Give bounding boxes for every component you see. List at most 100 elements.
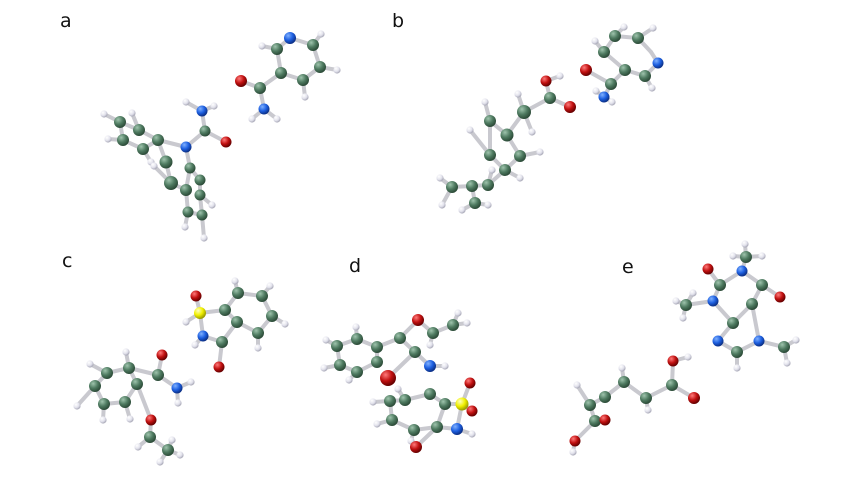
hydrogen-atom — [689, 289, 697, 297]
hydrogen-atom — [191, 341, 199, 349]
hydrogen-atom — [156, 458, 164, 466]
carbon-atom — [584, 399, 596, 411]
hydrogen-atom — [182, 318, 190, 326]
hydrogen-atom — [556, 72, 564, 80]
hydrogen-atom — [536, 148, 544, 156]
hydrogen-atom — [104, 135, 112, 143]
carbon-atom — [307, 39, 319, 51]
carbon-atom — [219, 304, 231, 316]
oxygen-atom — [702, 263, 714, 275]
carbon-atom — [162, 444, 174, 456]
hydrogen-atom — [441, 362, 449, 370]
carbon-atom — [371, 356, 383, 368]
carbon-atom — [447, 319, 459, 331]
hydrogen-atom — [618, 364, 626, 372]
carbon-atom — [639, 70, 651, 82]
carbon-atom — [431, 421, 443, 433]
carbon-atom — [484, 115, 496, 127]
nitrogen-atom — [707, 295, 719, 307]
hydrogen-atom — [426, 341, 434, 349]
hydrogen-atom — [231, 277, 239, 285]
carbon-atom — [427, 327, 439, 339]
carbon-atom — [266, 310, 278, 322]
carbon-atom — [482, 179, 494, 191]
hydrogen-atom — [516, 174, 524, 182]
hydrogen-atom — [438, 201, 446, 209]
carbon-atom — [131, 378, 143, 390]
hydrogen-atom — [258, 42, 266, 50]
carbon-atom — [297, 74, 309, 86]
oxygen-atom — [213, 361, 225, 373]
hydrogen-atom — [73, 402, 81, 410]
carbon-atom — [275, 67, 287, 79]
carbon-atom — [740, 251, 752, 263]
carbon-atom — [439, 398, 451, 410]
carbon-atom — [180, 184, 192, 196]
oxygen-atom — [569, 435, 581, 447]
carbon-atom — [123, 362, 135, 374]
carbon-atom — [517, 105, 531, 119]
hydrogen-atom — [187, 378, 195, 386]
molecule-e — [569, 240, 800, 456]
hydrogen-atom — [181, 223, 189, 231]
carbon-atom — [746, 298, 758, 310]
hydrogen-atom — [649, 24, 657, 32]
hydrogen-atom — [100, 110, 108, 118]
hydrogen-atom — [322, 336, 330, 344]
hydrogen-atom — [168, 436, 176, 444]
hydrogen-atom — [672, 297, 680, 305]
carbon-atom — [152, 369, 164, 381]
carbon-atom — [714, 279, 726, 291]
hydrogen-atom — [248, 115, 256, 123]
carbon-atom — [466, 180, 478, 192]
oxygen-atom — [599, 414, 611, 426]
hydrogen-atom — [182, 98, 190, 106]
hydrogen-atom — [463, 319, 471, 327]
molecule-a — [100, 30, 341, 242]
nitrogen-atom — [171, 382, 183, 394]
hydrogen-atom — [345, 376, 353, 384]
hydrogen-atom — [484, 201, 492, 209]
hydrogen-atom — [126, 415, 134, 423]
hydrogen-atom — [591, 37, 599, 45]
carbon-atom — [159, 155, 173, 169]
hydrogen-atom — [466, 126, 474, 134]
carbon-atom — [386, 414, 398, 426]
hydrogen-atom — [620, 23, 628, 31]
oxygen-atom — [235, 75, 247, 87]
carbon-atom — [598, 46, 610, 58]
carbon-atom — [484, 149, 496, 161]
carbon-atom — [408, 424, 420, 436]
nitrogen-atom — [753, 335, 765, 347]
carbon-atom — [394, 332, 406, 344]
hydrogen-atom — [273, 115, 281, 123]
hydrogen-atom — [176, 451, 184, 459]
carbon-atom — [119, 396, 131, 408]
hydrogen-atom — [679, 314, 687, 322]
nitrogen-atom — [712, 335, 724, 347]
oxygen-atom — [774, 291, 786, 303]
carbon-atom — [731, 346, 743, 358]
oxygen-atom — [412, 314, 424, 326]
hydrogen-atom — [210, 102, 218, 110]
carbon-atom — [252, 327, 264, 339]
nitrogen-atom — [451, 423, 463, 435]
nitrogen-atom — [424, 360, 436, 372]
hydrogen-atom — [569, 448, 577, 456]
oxygen-atom — [540, 75, 552, 87]
nitrogen-atom — [180, 141, 192, 153]
hydrogen-atom — [733, 364, 741, 372]
carbon-atom — [152, 134, 164, 146]
carbon-atom — [216, 336, 228, 348]
carbon-atom — [514, 150, 526, 162]
sulfur-atom — [455, 397, 469, 411]
hydrogen-atom — [254, 344, 262, 352]
oxygen-atom — [156, 349, 168, 361]
carbon-atom — [618, 376, 630, 388]
oxygen-atom — [380, 370, 396, 386]
panel-label-d: d — [349, 255, 362, 277]
carbon-atom — [446, 181, 458, 193]
bond — [750, 302, 761, 343]
hydrogen-atom — [792, 336, 800, 344]
hydrogen-atom — [729, 252, 737, 260]
